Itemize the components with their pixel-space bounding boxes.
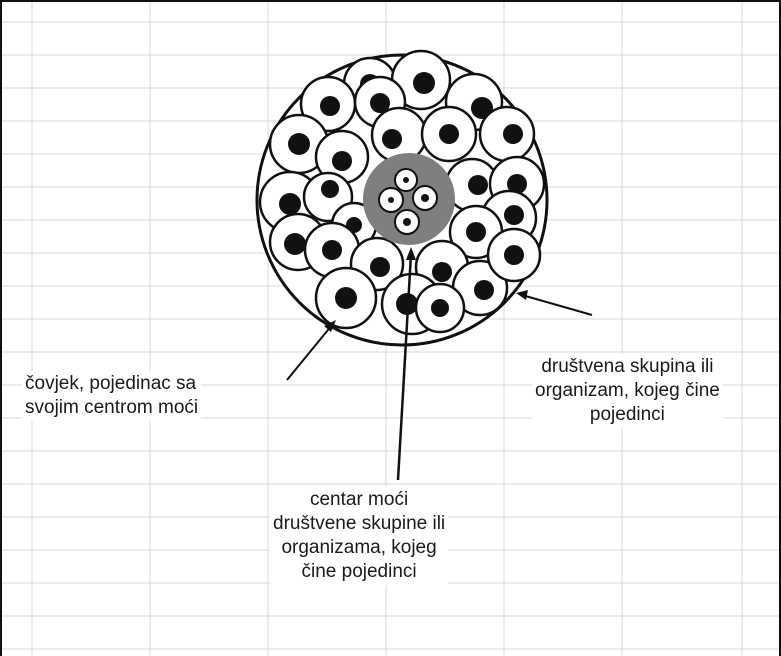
label-group-line-2: organizam, kojeg čine xyxy=(535,380,720,401)
arrows-layer xyxy=(286,247,593,481)
cell-nucleus xyxy=(468,175,488,195)
cell-nucleus xyxy=(474,280,494,300)
cell-nucleus xyxy=(370,257,390,277)
label-group-line-3: pojedinci xyxy=(589,404,665,425)
label-individual-line-2: svojim centrom moći xyxy=(25,397,199,418)
cells-layer xyxy=(255,49,549,347)
cell-nucleus xyxy=(504,245,524,265)
cell-nucleus xyxy=(335,287,357,309)
label-center-line-2: društvene skupine ili xyxy=(273,513,446,534)
inner-cell-nucleus xyxy=(388,197,394,203)
cell-nucleus xyxy=(431,299,449,317)
cell-nucleus xyxy=(507,174,527,194)
cell-nucleus xyxy=(370,93,390,113)
cell-nucleus xyxy=(503,124,523,144)
cell-nucleus xyxy=(332,151,352,171)
label-center-line-3: organizama, kojeg xyxy=(281,537,437,558)
cell-nucleus xyxy=(413,72,435,94)
label-individual: čovjek, pojedinac sa svojim centrom moći xyxy=(22,371,202,421)
cell-nucleus xyxy=(320,96,340,116)
arrow-group-line xyxy=(521,294,593,316)
cell-nucleus xyxy=(288,133,310,155)
cell xyxy=(478,105,536,163)
arrow-individual-line xyxy=(286,324,333,381)
cell-nucleus xyxy=(279,193,301,215)
label-group: društvena skupina ili organizam, kojeg č… xyxy=(532,354,723,428)
cell xyxy=(414,282,466,334)
cell xyxy=(314,266,378,330)
cell-nucleus xyxy=(471,97,493,119)
inner-cell-nucleus xyxy=(403,218,411,226)
cell xyxy=(299,75,357,133)
cell-nucleus xyxy=(439,124,459,144)
cell-nucleus xyxy=(432,262,452,282)
label-center-line-1: centar moći xyxy=(309,489,409,510)
arrow-center-line xyxy=(396,253,413,481)
power-center-disc xyxy=(363,153,455,245)
cell-nucleus xyxy=(284,233,306,255)
label-center: centar moći društvene skupine ili organi… xyxy=(270,487,449,585)
arrow-individual-head xyxy=(324,320,336,332)
inner-cell-nucleus xyxy=(421,194,429,202)
cell-nucleus xyxy=(466,222,486,242)
cell-nucleus xyxy=(321,180,339,198)
cell xyxy=(420,105,478,163)
label-center-line-4: čine pojedinci xyxy=(301,561,417,582)
arrow-center-head xyxy=(406,247,416,260)
inner-cell-nucleus xyxy=(403,177,409,183)
arrow-group-head xyxy=(516,290,528,300)
cell xyxy=(314,129,370,185)
cell xyxy=(486,227,542,283)
label-individual-line-1: čovjek, pojedinac sa xyxy=(25,373,197,394)
cell-nucleus xyxy=(382,129,402,149)
cell-nucleus xyxy=(504,205,524,225)
cell-nucleus xyxy=(322,240,342,260)
label-group-line-1: društvena skupina ili xyxy=(541,356,714,377)
